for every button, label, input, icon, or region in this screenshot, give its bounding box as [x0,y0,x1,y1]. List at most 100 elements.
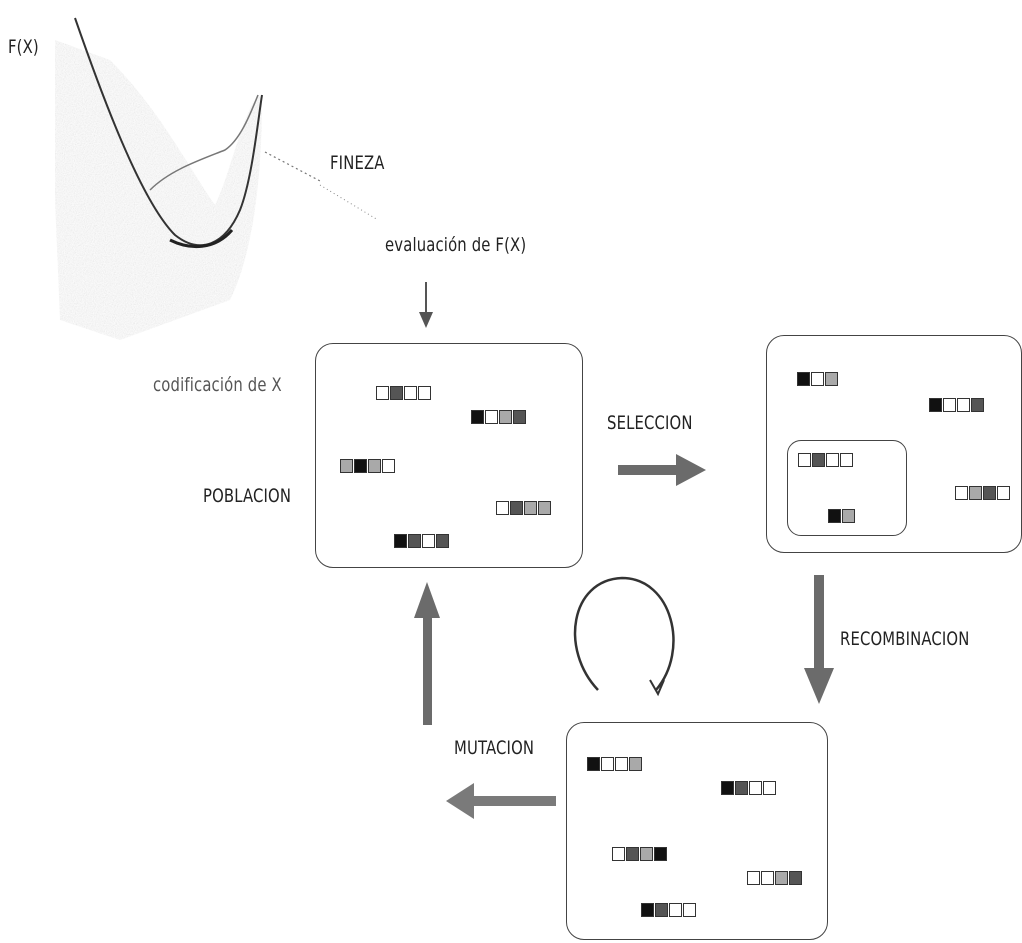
surface-shading [55,40,262,340]
fineza-label: FINEZA [330,152,385,174]
recombination-arrow-head [804,668,834,704]
gene-cell [436,534,449,548]
gene-cell [510,501,523,515]
population-chromosome [376,386,432,402]
evaluation-arrow-head [419,312,433,328]
gene-cell [747,871,760,885]
mutation-chromosome [587,757,643,773]
gene-cell [538,501,551,515]
mutation-chromosome [747,871,803,887]
fitness-function-label: F(X) [8,36,39,58]
gene-cell [513,410,526,424]
evaluacion-label: evaluación de F(X) [385,234,527,256]
gene-cell [943,398,956,412]
gene-cell [641,903,654,917]
return-arrow-shaft [423,615,432,725]
gene-cell [499,410,512,424]
gene-cell [812,453,825,467]
selection-arrow-head [676,454,706,486]
fineza-leader-line [264,151,323,183]
mutation-chromosome [612,847,668,863]
gene-cell [654,847,667,861]
selected-pair-box [787,440,907,536]
gene-cell [735,781,748,795]
recombination-arrow-shaft [814,575,824,675]
gene-cell [669,903,682,917]
gene-cell [763,781,776,795]
gene-cell [612,847,625,861]
selection-chromosome [798,453,854,469]
cycle-loop [573,576,675,691]
gene-cell [957,398,970,412]
population-chromosome [340,459,396,475]
gene-cell [789,871,802,885]
gene-cell [825,372,838,386]
gene-cell [485,410,498,424]
gene-cell [775,871,788,885]
gene-cell [615,757,628,771]
gene-cell [826,453,839,467]
return-arrow-head [414,582,440,618]
mutation-chromosome [721,781,777,797]
mutation-panel [566,722,828,940]
mutation-chromosome [641,903,697,919]
population-chromosome [496,501,552,517]
gene-cell [797,372,810,386]
codificacion-label: codificación de X [153,374,282,396]
gene-cell [587,757,600,771]
surface-curve [74,17,263,247]
gene-cell [408,534,421,548]
gene-cell [422,534,435,548]
gene-cell [354,459,367,473]
selection-chromosome [955,486,1011,502]
gene-cell [955,486,968,500]
gene-cell [496,501,509,515]
gene-cell [471,410,484,424]
gene-cell [721,781,734,795]
gene-cell [811,372,824,386]
gene-cell [761,871,774,885]
mutacion-label: MUTACION [454,737,535,759]
gene-cell [842,509,855,523]
poblacion-label: POBLACION [203,485,292,507]
gene-cell [394,534,407,548]
gene-cell [340,459,353,473]
gene-cell [640,847,653,861]
selection-arrow-shaft [618,465,680,475]
gene-cell [376,386,389,400]
gene-cell [983,486,996,500]
gene-cell [655,903,668,917]
population-chromosome [471,410,527,426]
mutation-arrow-head [446,783,474,819]
gene-cell [418,386,431,400]
gene-cell [840,453,853,467]
gene-cell [382,459,395,473]
evaluacion-leader-line [319,184,379,221]
selection-panel [766,335,1022,553]
gene-cell [969,486,982,500]
recombinacion-label: RECOMBINACION [840,628,970,650]
selection-chromosome [828,509,856,525]
gene-cell [929,398,942,412]
gene-cell [524,501,537,515]
selection-chromosome [929,398,985,414]
gene-cell [390,386,403,400]
gene-cell [368,459,381,473]
population-panel [315,343,583,568]
population-chromosome [394,534,450,550]
seleccion-label: SELECCION [607,412,693,434]
gene-cell [749,781,762,795]
gene-cell [798,453,811,467]
gene-cell [629,757,642,771]
gene-cell [626,847,639,861]
selection-chromosome [797,372,839,388]
mutation-arrow-shaft [470,796,556,806]
gene-cell [683,903,696,917]
gene-cell [997,486,1010,500]
gene-cell [404,386,417,400]
gene-cell [828,509,841,523]
gene-cell [971,398,984,412]
gene-cell [601,757,614,771]
